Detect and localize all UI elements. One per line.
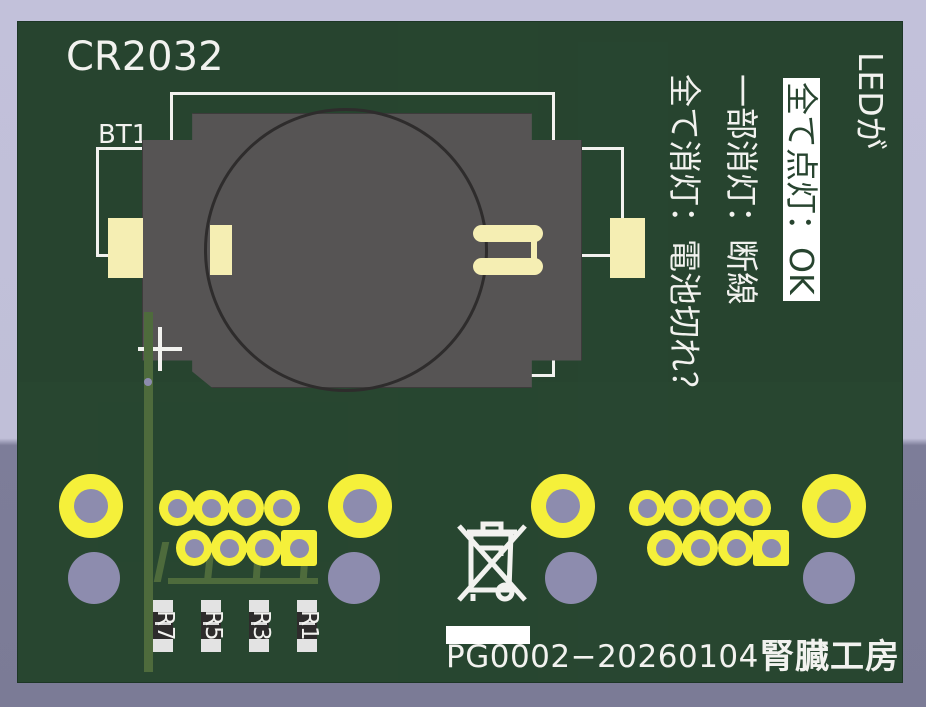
connector-left-pad-top-3[interactable]: [228, 490, 264, 526]
connector-right-pad-pin1[interactable]: [753, 530, 789, 566]
mounting-pad-top-center-left[interactable]: [328, 474, 392, 538]
annotation-status-partial: 一部消灯：断線: [722, 74, 761, 305]
trace-battery-positive: [144, 342, 153, 672]
connector-left-pad-top-1[interactable]: [159, 490, 195, 526]
mounting-hole-bottom-left: [68, 552, 120, 604]
connector-right-pad-top-4[interactable]: [735, 490, 771, 526]
connector-left-pad-bottom-3[interactable]: [246, 530, 282, 566]
connector-right-pad-top-2[interactable]: [664, 490, 700, 526]
resistor-r3: [249, 600, 269, 652]
battery-pad-right: [610, 218, 645, 278]
mounting-hole-bottom-center-left: [328, 552, 380, 604]
annotation-status-alloff: 全て消灯：電池切れ？: [665, 74, 704, 404]
battery-pad-left: [108, 218, 143, 278]
resistor-r3-label: R3: [248, 610, 274, 641]
coin-cell-outline: [204, 108, 488, 392]
resistor-r5-label: R5: [200, 610, 226, 641]
mounting-pad-top-left[interactable]: [59, 474, 123, 538]
battery-spring-tab-link: [531, 229, 537, 273]
connector-right-pad-bottom-2[interactable]: [682, 530, 718, 566]
annotation-status-ok: 全て点灯：OK: [782, 78, 821, 301]
resistor-r5: [201, 600, 221, 652]
weee-crossed-bin-icon: [455, 508, 531, 606]
mounting-hole-bottom-center-right: [545, 552, 597, 604]
trace-battery-positive-upper: [144, 312, 153, 352]
battery-part-number-label: CR2032: [66, 34, 224, 80]
trace-left-1: [153, 542, 170, 582]
board-brand-label: 腎臓工房: [760, 637, 900, 677]
resistor-r1-label: R1: [296, 610, 322, 641]
connector-left-pad-top-4[interactable]: [264, 490, 300, 526]
trace-left-bus: [168, 578, 318, 584]
connector-left-pad-pin1[interactable]: [281, 530, 317, 566]
annotation-heading: LEDが: [851, 52, 890, 150]
connector-left-pad-bottom-1[interactable]: [176, 530, 212, 566]
resistor-r7-label: R7: [152, 610, 178, 641]
mounting-hole-bottom-right: [803, 552, 855, 604]
mounting-pad-top-right[interactable]: [802, 474, 866, 538]
connector-right-pad-top-1[interactable]: [629, 490, 665, 526]
resistor-r1: [297, 600, 317, 652]
resistor-r7: [153, 600, 173, 652]
battery-spring-tab-lower: [473, 258, 543, 275]
blank-white-label: [446, 626, 530, 644]
battery-spring-tab-upper: [473, 225, 543, 242]
via-small: [144, 378, 152, 386]
battery-contact-inner: [210, 225, 232, 275]
connector-left-pad-bottom-2[interactable]: [211, 530, 247, 566]
pcb-board: CR2032 BT1 LEDが 全て点灯：OK 一部消灯：断線 全て消灯：電池切…: [18, 22, 902, 682]
board-part-number: PG0002−20260104: [446, 639, 759, 675]
connector-right-pad-bottom-3[interactable]: [718, 530, 754, 566]
polarity-plus-icon: [138, 327, 182, 371]
connector-right-pad-top-3[interactable]: [700, 490, 736, 526]
battery-refdes-label: BT1: [98, 120, 149, 150]
battery-holder-silk-notch-right: [552, 147, 624, 257]
connector-left-pad-top-2[interactable]: [193, 490, 229, 526]
connector-right-pad-bottom-1[interactable]: [647, 530, 683, 566]
mounting-pad-top-center-right[interactable]: [531, 474, 595, 538]
